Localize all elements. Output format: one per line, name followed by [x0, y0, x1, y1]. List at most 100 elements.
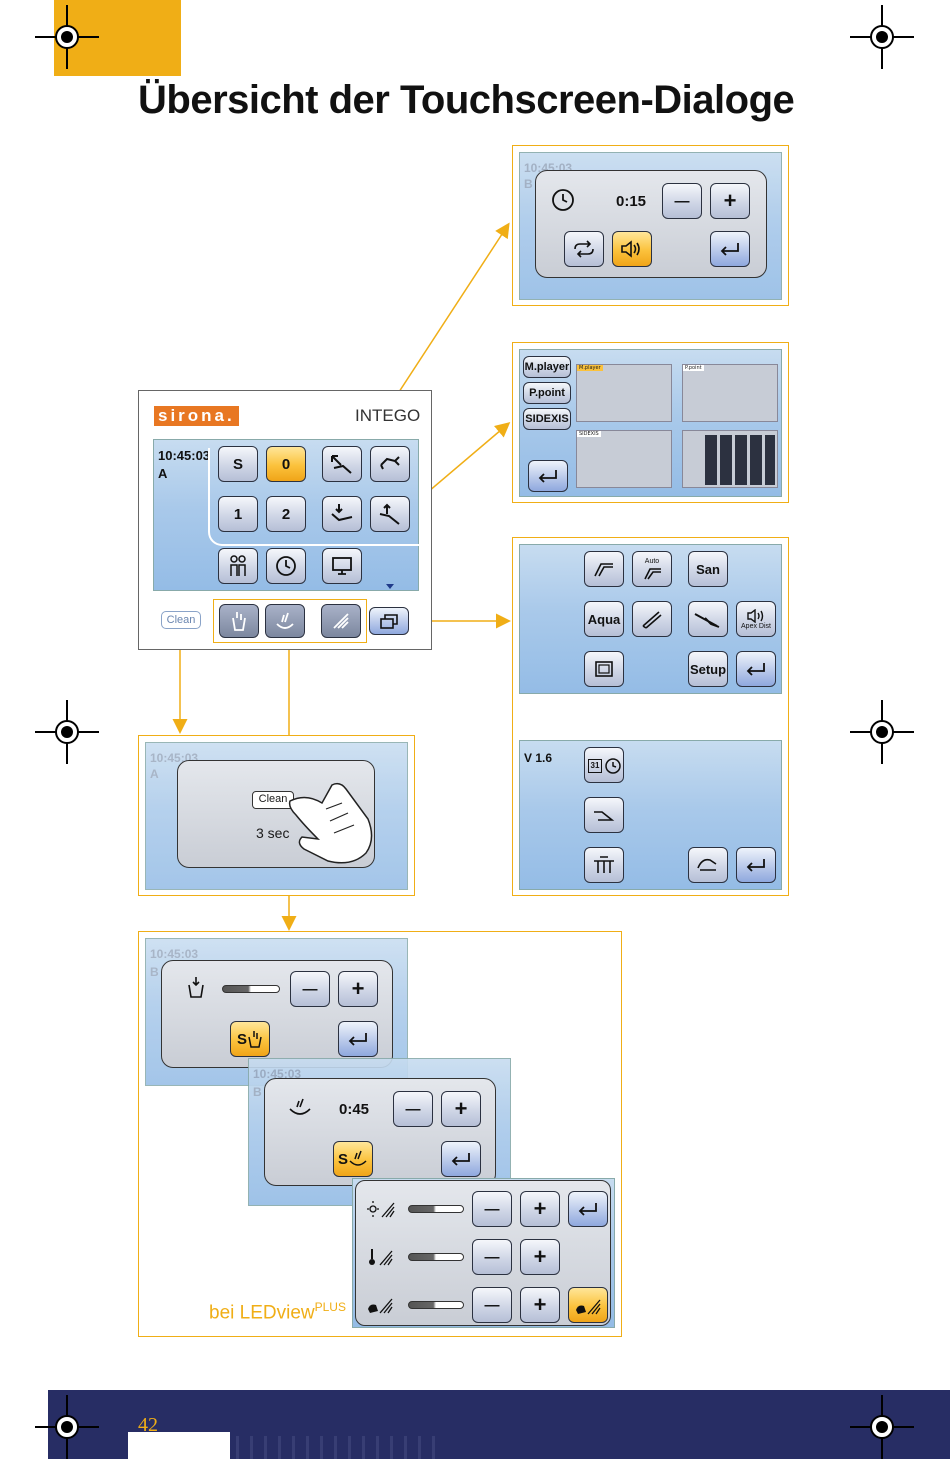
ghost-profile: A	[150, 767, 159, 781]
syringe-button[interactable]	[632, 601, 672, 637]
clean-dialog: Clean 3 sec	[177, 760, 375, 868]
back-button[interactable]	[338, 1021, 378, 1057]
chair-up-arrow-icon	[379, 503, 400, 525]
chair-exit-position-button[interactable]	[370, 496, 410, 532]
clean-screen-frame: 10:45:03 A Clean 3 sec	[138, 735, 415, 896]
decrease-button[interactable]: —	[662, 183, 702, 219]
registration-mark-icon	[870, 25, 894, 49]
return-icon	[538, 470, 557, 483]
timer-dialog-frame: 10:45:03 B 0:15 — +	[512, 145, 789, 306]
registration-mark-icon	[55, 1415, 79, 1439]
bowl-save-button[interactable]: S	[333, 1141, 373, 1177]
tab-mplayer[interactable]: M.player	[523, 356, 571, 378]
endo-button[interactable]	[688, 601, 728, 637]
chair-down-button[interactable]	[322, 446, 362, 482]
tab-sidexis[interactable]: SIDEXIS	[523, 408, 571, 430]
mini-tab: P.point	[683, 365, 704, 371]
program-2-button[interactable]: 2	[266, 496, 306, 532]
operating-light-dialog: — + — + — +	[355, 1180, 611, 1326]
dental-unit-icon	[594, 856, 614, 873]
back-button[interactable]	[736, 847, 776, 883]
unit-setup-button[interactable]	[584, 847, 624, 883]
aqua-button[interactable]: Aqua	[584, 601, 624, 637]
composite-decrease-button[interactable]: —	[472, 1287, 512, 1323]
chair-rinse-position-button[interactable]	[322, 496, 362, 532]
bowl-rinse-icon	[276, 612, 294, 629]
bowl-rinse-key[interactable]	[265, 604, 305, 638]
decrease-button[interactable]: —	[393, 1091, 433, 1127]
main-touchscreen: 10:45:03 A S 0 1 2	[153, 439, 420, 591]
auto-label: Auto	[644, 557, 660, 565]
back-button[interactable]	[736, 651, 776, 687]
bowl-rinse-dialog: 0:45 — + S	[264, 1078, 496, 1186]
light-icon	[333, 613, 349, 629]
back-button[interactable]	[710, 231, 750, 267]
timer-button[interactable]	[266, 548, 306, 584]
scroll-down-icon[interactable]	[386, 584, 394, 589]
syringe-icon	[642, 611, 662, 629]
color-temperature-bar[interactable]	[408, 1253, 464, 1261]
ledview-note: bei LEDviewPLUS	[209, 1300, 346, 1324]
page-title: Übersicht der Touchscreen-Dialoge	[138, 78, 795, 122]
return-icon	[720, 243, 739, 256]
handpiece-setup-button[interactable]	[584, 797, 624, 833]
composite-mode-button[interactable]	[568, 1287, 608, 1323]
operating-light-key[interactable]	[321, 604, 361, 638]
service-button[interactable]	[688, 847, 728, 883]
increase-button[interactable]: +	[441, 1091, 481, 1127]
program-0-button[interactable]: 0	[266, 446, 306, 482]
page-number: 42	[138, 1414, 158, 1436]
composite-bar[interactable]	[408, 1301, 464, 1309]
cup-icon	[188, 977, 204, 998]
back-button[interactable]	[568, 1191, 608, 1227]
ledview-text: bei LEDview	[209, 1302, 315, 1324]
bowl-rinse-value: 0:45	[339, 1101, 370, 1118]
windows-icon	[380, 614, 398, 629]
cup-fill-key[interactable]	[219, 604, 259, 638]
color-temperature-increase-button[interactable]: +	[520, 1239, 560, 1275]
program-1-button[interactable]: 1	[218, 496, 258, 532]
brightness-light-icon	[367, 1201, 395, 1218]
repeat-button[interactable]	[564, 231, 604, 267]
sidexis-preview: SIDEXIS	[576, 430, 672, 488]
clean-button[interactable]: Clean	[161, 611, 201, 629]
model-name: INTEGO	[355, 406, 421, 425]
back-button[interactable]	[528, 460, 568, 492]
increase-button[interactable]: +	[710, 183, 750, 219]
setup-button[interactable]: Setup	[688, 651, 728, 687]
cup-save-button[interactable]: S	[230, 1021, 270, 1057]
calendar-icon: 31	[588, 759, 602, 773]
sound-button[interactable]	[612, 231, 652, 267]
ghost-profile: B	[150, 965, 159, 979]
clean-button[interactable]: Clean	[252, 791, 294, 809]
back-button[interactable]	[441, 1141, 481, 1177]
brightness-bar[interactable]	[408, 1205, 464, 1213]
composite-increase-button[interactable]: +	[520, 1287, 560, 1323]
auto-handpiece-button[interactable]: Auto	[632, 551, 672, 587]
screen-mode-button[interactable]	[584, 651, 624, 687]
color-temperature-decrease-button[interactable]: —	[472, 1239, 512, 1275]
monitor-button[interactable]	[322, 548, 362, 584]
brightness-increase-button[interactable]: +	[520, 1191, 560, 1227]
user-select-button[interactable]	[218, 548, 258, 584]
chair-up-button[interactable]	[370, 446, 410, 482]
cup-level-bar[interactable]	[222, 985, 280, 993]
apex-dist-button[interactable]: Apex Dist	[736, 601, 776, 637]
composite-mode-light-icon	[576, 1299, 601, 1315]
composite-mode-light-icon	[368, 1298, 393, 1314]
date-time-button[interactable]: 31	[584, 747, 624, 783]
clock-icon	[276, 556, 296, 576]
speaker-icon	[747, 608, 764, 623]
san-button[interactable]: San	[688, 551, 728, 587]
increase-button[interactable]: +	[338, 971, 378, 1007]
ghost-profile: B	[253, 1085, 262, 1099]
decrease-button[interactable]: —	[290, 971, 330, 1007]
registration-mark-icon	[55, 25, 79, 49]
hold-seconds-text: 3 sec	[256, 825, 290, 841]
functions-key[interactable]	[369, 607, 409, 635]
tab-ppoint[interactable]: P.point	[523, 382, 571, 404]
handpiece-button[interactable]	[584, 551, 624, 587]
brightness-decrease-button[interactable]: —	[472, 1191, 512, 1227]
chair-raise-icon	[380, 456, 400, 470]
program-s-button[interactable]: S	[218, 446, 258, 482]
